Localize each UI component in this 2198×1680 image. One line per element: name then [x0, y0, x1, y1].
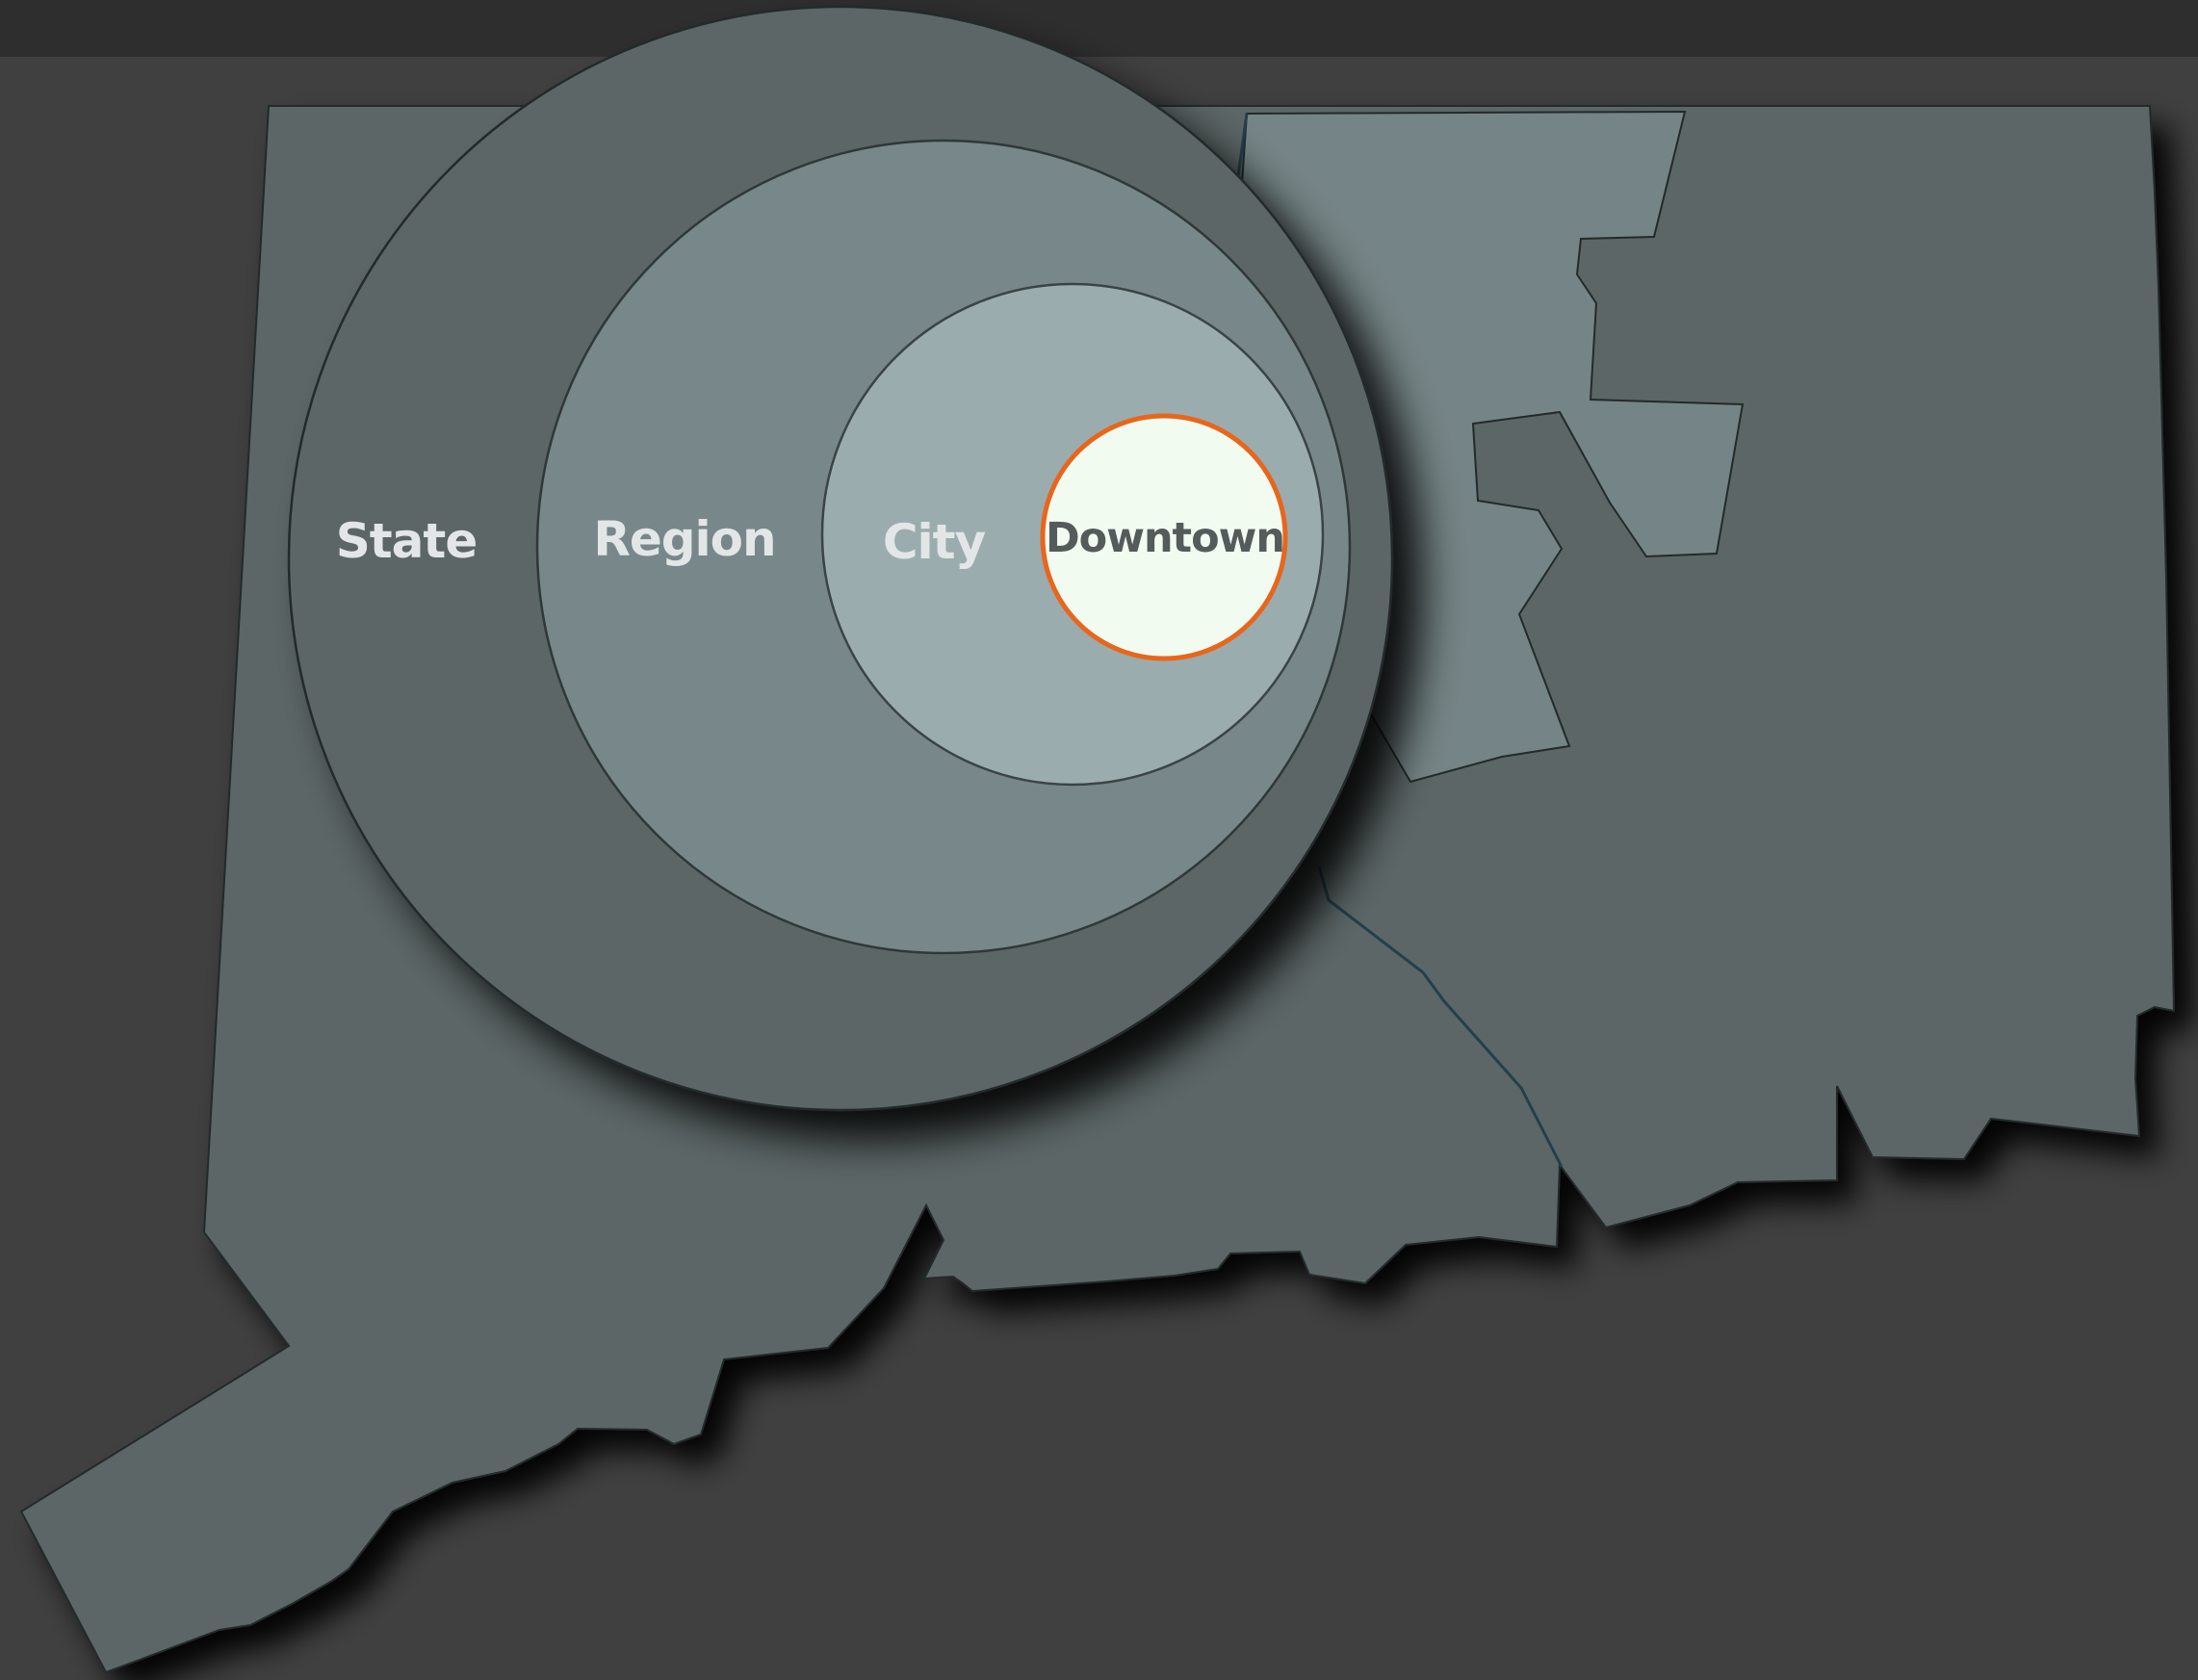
river	[1235, 113, 1564, 1168]
region-label: Region	[593, 511, 775, 567]
state-label: State	[336, 513, 477, 569]
top-bar	[0, 0, 2198, 57]
city-label: City	[883, 514, 986, 570]
ring-labels: State Region City Downtown	[336, 511, 1285, 570]
downtown-core	[1040, 413, 1288, 661]
scale-rings	[287, 5, 1394, 1112]
downtown-label: Downtown	[1046, 514, 1284, 562]
